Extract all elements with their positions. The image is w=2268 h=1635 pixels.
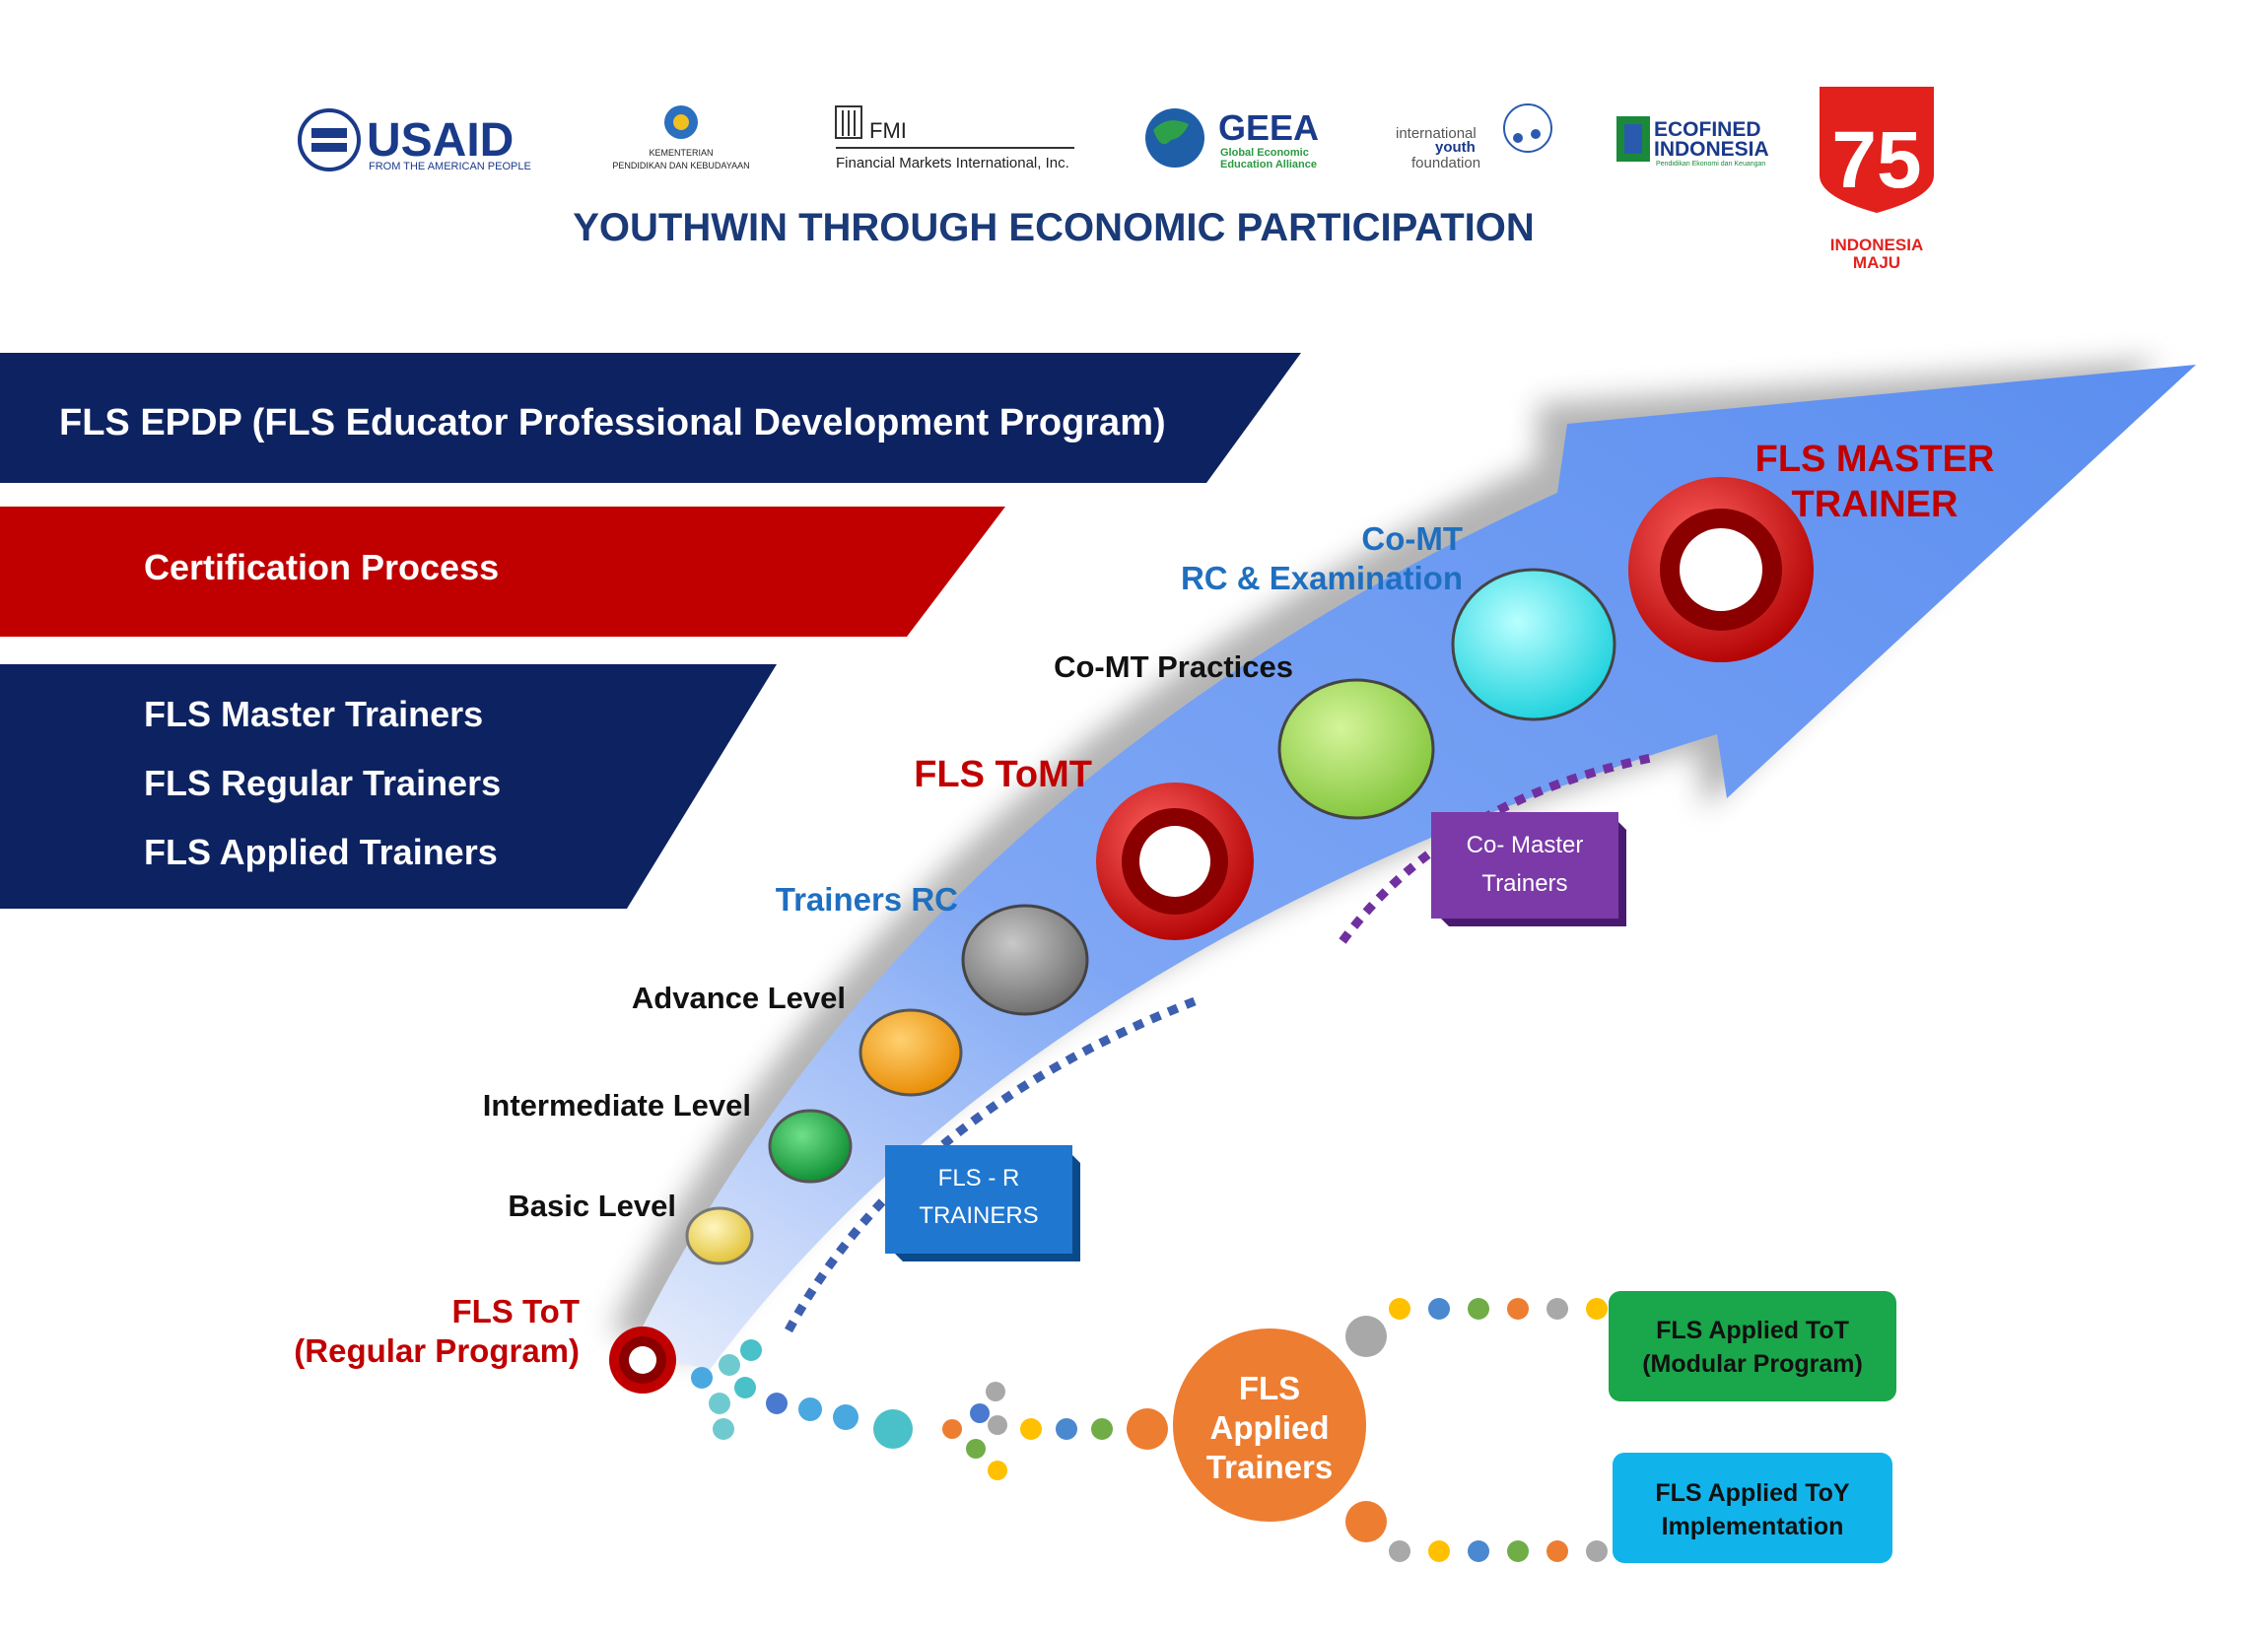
card-applied-tot[interactable]: FLS Applied ToT (Modular Program): [1609, 1291, 1896, 1401]
banner-trainer-applied: FLS Applied Trainers: [144, 832, 498, 872]
geea-name: GEEA: [1218, 107, 1319, 148]
node-comt-rc[interactable]: [1451, 568, 1616, 721]
dotted-path-regular: [785, 996, 1197, 1333]
label-intermediate: Intermediate Level: [483, 1088, 751, 1123]
banner-trainer-regular: FLS Regular Trainers: [144, 763, 501, 803]
label-trainers-rc: Trainers RC: [776, 881, 958, 918]
usaid-name: USAID: [367, 114, 514, 167]
logo-geea: GEEA Global Economic Education Alliance: [1145, 107, 1319, 170]
label-advance: Advance Level: [632, 981, 846, 1015]
iyf-line3: foundation: [1411, 155, 1480, 171]
box-co-master-line1: Co- Master: [1467, 832, 1584, 858]
kemdikbud-line1: KEMENTERIAN: [649, 148, 713, 158]
indonesia-line1: INDONESIA: [1830, 236, 1923, 254]
label-tomt: FLS ToMT: [914, 754, 1092, 795]
node-master-trainer[interactable]: [1628, 477, 1814, 662]
banner-epdp-label: FLS EPDP (FLS Educator Professional Deve…: [59, 402, 1166, 443]
usaid-tagline: FROM THE AMERICAN PEOPLE: [369, 161, 531, 172]
logo-indonesia-maju: 75 INDONESIA MAJU: [1820, 87, 1934, 272]
node-intermediate[interactable]: [768, 1109, 853, 1184]
node-tot[interactable]: [609, 1327, 676, 1394]
node-tomt[interactable]: [1096, 783, 1254, 940]
node-basic[interactable]: [685, 1206, 754, 1265]
hub-applied-trainers[interactable]: FLS Applied Trainers: [1173, 1328, 1366, 1522]
logo-kemdikbud: KEMENTERIAN PENDIDIKAN DAN KEBUDAYAAN: [612, 105, 750, 170]
progress-arrow: [631, 365, 2196, 1370]
card-applied-tot-line1: FLS Applied ToT: [1656, 1317, 1849, 1344]
box-fls-r-trainers[interactable]: FLS - R TRAINERS: [885, 1145, 1080, 1261]
hub-line2: Applied: [1210, 1409, 1330, 1446]
box-fls-r-line2: TRAINERS: [919, 1202, 1038, 1229]
iyf-line2: youth: [1435, 139, 1476, 156]
page-title: YOUTHWIN THROUGH ECONOMIC PARTICIPATION: [573, 206, 1535, 249]
fmi-column-icon: [835, 105, 862, 139]
logo-iyf: international youth foundation: [1396, 103, 1552, 171]
card-applied-toy-line1: FLS Applied ToY: [1655, 1479, 1850, 1507]
indonesia-75-shield-icon: [1820, 87, 1934, 213]
ecofined-tagline: Pendidikan Ekonomi dan Keuangan: [1656, 161, 1765, 168]
node-trainers-rc[interactable]: [961, 904, 1089, 1016]
hub-line3: Trainers: [1206, 1449, 1333, 1485]
ecofined-line1: ECOFINED: [1654, 118, 1761, 141]
label-master-line2: TRAINER: [1792, 484, 1959, 525]
label-basic: Basic Level: [508, 1189, 676, 1223]
fmi-full: Financial Markets International, Inc.: [836, 155, 1069, 171]
node-advance[interactable]: [859, 1008, 963, 1097]
iyf-globe-icon: [1503, 103, 1552, 153]
banner-certification-label: Certification Process: [144, 547, 499, 587]
indonesia-line2: MAJU: [1853, 253, 1900, 272]
kemdikbud-line2: PENDIDIKAN DAN KEBUDAYAAN: [612, 161, 749, 170]
banner-trainer-master: FLS Master Trainers: [144, 694, 483, 734]
label-comt-practices: Co-MT Practices: [1054, 649, 1293, 684]
indonesia-75-number: 75: [1831, 115, 1921, 205]
box-co-master-trainers[interactable]: Co- Master Trainers: [1431, 812, 1626, 926]
node-comt-practices[interactable]: [1277, 678, 1435, 820]
box-fls-r-line1: FLS - R: [938, 1165, 1020, 1192]
card-applied-toy-line2: Implementation: [1662, 1513, 1844, 1540]
card-applied-tot-line2: (Modular Program): [1642, 1350, 1863, 1378]
hub-line1: FLS: [1239, 1370, 1300, 1406]
geea-line1: Global Economic: [1220, 147, 1309, 159]
banner-trainers: [0, 664, 777, 909]
logo-ecofined: ECOFINED INDONESIA Pendidikan Ekonomi da…: [1616, 116, 1769, 168]
card-applied-toy[interactable]: FLS Applied ToY Implementation: [1613, 1453, 1892, 1563]
label-comt-line2: RC & Examination: [1181, 560, 1463, 596]
dot-trail: [691, 1298, 1608, 1562]
box-co-master-line2: Trainers: [1481, 870, 1567, 897]
banner-certification: [0, 507, 1005, 637]
label-comt-line1: Co-MT: [1361, 520, 1463, 557]
logo-usaid: USAID FROM THE AMERICAN PEOPLE: [298, 108, 531, 172]
label-tot-line1: FLS ToT: [451, 1293, 580, 1329]
ecofined-line2: INDONESIA: [1654, 138, 1769, 161]
fmi-name: FMI: [869, 118, 907, 143]
geea-line2: Education Alliance: [1220, 159, 1317, 170]
iyf-line1: international: [1396, 125, 1477, 142]
logo-fmi: FMI Financial Markets International, Inc…: [835, 105, 1074, 171]
label-master-line1: FLS MASTER: [1755, 439, 1995, 480]
banner-epdp: [0, 353, 1301, 483]
label-tot-line2: (Regular Program): [294, 1332, 580, 1369]
